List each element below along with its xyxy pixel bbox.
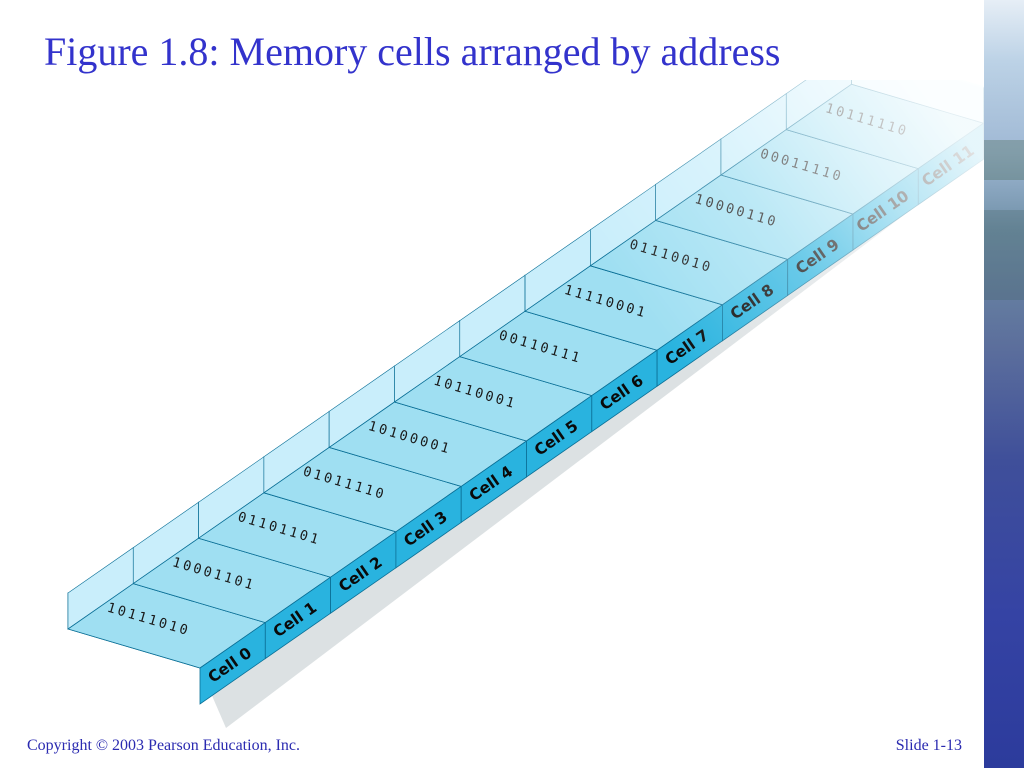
cell-divider-rim (955, 80, 984, 89)
footer-slide-number: Slide 1-13 (895, 737, 962, 754)
slide-title: Figure 1.8: Memory cells arranged by add… (44, 29, 781, 74)
decorative-side-panel (984, 0, 1024, 768)
footer-copyright: Copyright © 2003 Pearson Education, Inc. (27, 737, 300, 754)
cell-front-face (917, 122, 984, 206)
side-panel-graphic (984, 0, 1024, 768)
